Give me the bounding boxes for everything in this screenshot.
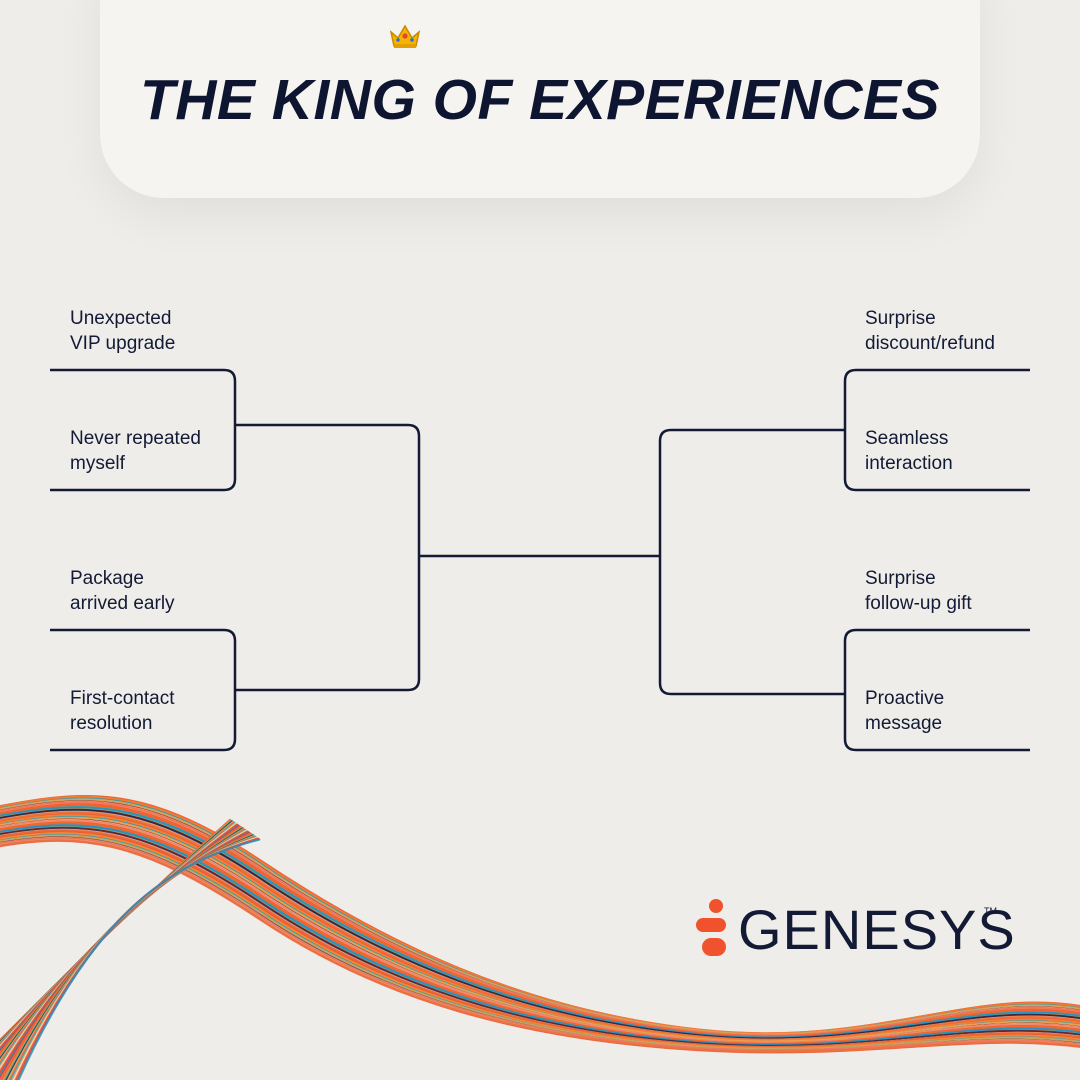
entry-text: Unexpected	[70, 308, 172, 329]
entry-text: VIP upgrade	[70, 333, 176, 354]
bracket-entry-right-3: Surprise follow-up gift	[865, 566, 1065, 616]
page-title: THE KING OF EXPERIENCES	[139, 68, 941, 132]
entry-text: Never repeated	[70, 428, 201, 449]
brand-name: GENESYS	[738, 898, 1016, 961]
bracket-entry-left-4: First-contact resolution	[70, 686, 270, 736]
entry-text: myself	[70, 453, 125, 474]
entry-text: First-contact	[70, 688, 175, 709]
bracket-right-semifinal	[658, 428, 845, 696]
genesys-logo-icon	[696, 899, 726, 956]
bracket-entry-right-2: Seamless interaction	[865, 426, 1065, 476]
trademark: TM	[984, 906, 997, 916]
bracket-entry-left-1: Unexpected VIP upgrade	[70, 306, 270, 356]
bracket-right-pair-1	[843, 368, 1030, 492]
wave-strand	[17, 838, 261, 1080]
entry-text: Proactive	[865, 688, 945, 709]
entry-text: Surprise	[865, 568, 936, 589]
bracket-entry-right-4: Proactive message	[865, 686, 1065, 736]
decorative-waves	[0, 794, 1080, 1080]
bracket-entry-right-1: Surprise discount/refund	[865, 306, 1065, 356]
entry-text: message	[865, 713, 943, 734]
bracket-lines	[50, 368, 1030, 752]
bracket-entry-left-2: Never repeated myself	[70, 426, 270, 476]
bracket-left-pair-1	[50, 368, 237, 492]
bracket-right-pair-2	[843, 628, 1030, 752]
entry-text: resolution	[70, 713, 153, 734]
entry-text: follow-up gift	[865, 593, 972, 614]
crown-icon	[389, 24, 421, 48]
bracket-entry-left-3: Package arrived early	[70, 566, 270, 616]
entry-text: discount/refund	[865, 333, 995, 354]
entry-text: Package	[70, 568, 144, 589]
entry-text: arrived early	[70, 593, 175, 614]
entry-text: Seamless	[865, 428, 949, 449]
title-card: THE KING OF EXPERIENCES	[100, 0, 980, 198]
bracket-left-semifinal	[235, 423, 421, 692]
entry-text: Surprise	[865, 308, 936, 329]
genesys-logo: GENESYS TM	[694, 898, 1015, 960]
entry-text: interaction	[865, 453, 953, 474]
wave-strand	[0, 839, 1080, 1054]
